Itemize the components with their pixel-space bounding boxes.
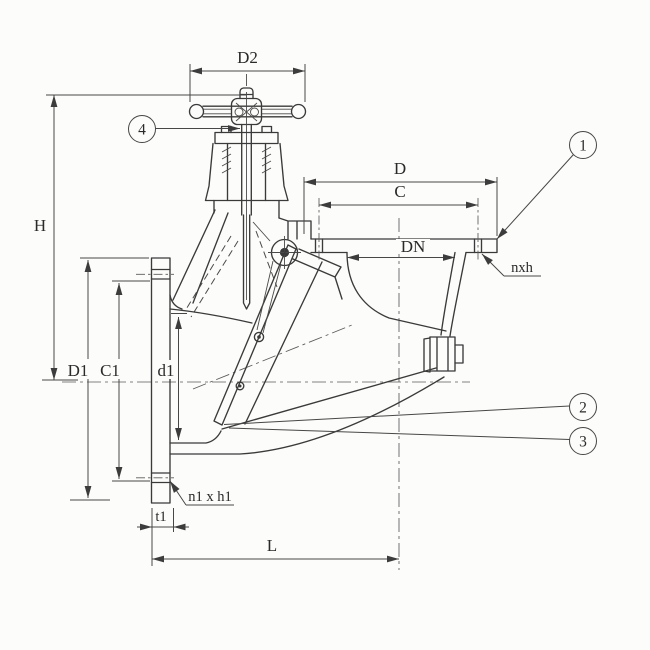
- packing-hatch-left: [221, 146, 232, 174]
- bowl-right-wall-outer: [449, 251, 467, 337]
- flange-plate: [150, 257, 171, 504]
- centerlines: [62, 218, 470, 570]
- callout-1: 1: [496, 131, 597, 240]
- left-outlet-flange: [136, 257, 174, 504]
- dim-c: C: [318, 182, 479, 233]
- handle-bar: [202, 105, 293, 118]
- flange-web-fillet: [169, 294, 183, 310]
- callout-4-number: 4: [138, 122, 146, 139]
- web-outer-line: [172, 209, 216, 301]
- callout-1-number: 1: [579, 138, 587, 155]
- callout-2: 2: [223, 393, 597, 425]
- outlet-bore-bottom: [169, 430, 222, 444]
- handwheel: [188, 74, 307, 126]
- bonnet-body: [204, 142, 289, 202]
- seat-edge: [244, 261, 323, 425]
- hinge-boss: [278, 217, 312, 240]
- handle-bar-detail: [203, 108, 292, 115]
- dim-h: H: [34, 94, 246, 381]
- label-c: C: [394, 182, 405, 201]
- label-d1-cap: D1: [68, 361, 89, 380]
- label-n1xh1: n1 x h1: [188, 489, 232, 505]
- label-l: L: [267, 536, 277, 555]
- bonnet-gland: [204, 125, 289, 219]
- disc-bolt-lower-center: [238, 384, 242, 388]
- callout-3: 3: [228, 427, 597, 455]
- bolt-hole-left: [314, 238, 324, 254]
- disc-assembly: [213, 244, 323, 426]
- disc-bolt-lower: [235, 381, 245, 391]
- handle-right-knob: [290, 103, 307, 120]
- bowl-right-wall-inner: [440, 251, 456, 336]
- callout-2-number: 2: [579, 400, 587, 417]
- plug-hex-head: [429, 336, 456, 372]
- dim-d: D: [303, 159, 498, 236]
- dim-dn: DN: [347, 237, 455, 261]
- callout-4: 4: [128, 115, 240, 143]
- bolt-hole-right: [473, 238, 483, 254]
- gland-plate: [214, 131, 279, 145]
- label-nxh-group: nxh: [481, 253, 541, 277]
- gusset-rib: [292, 248, 343, 300]
- bolt-axes-left-flange: [136, 273, 174, 479]
- label-dn: DN: [401, 237, 426, 256]
- stem-lower: [242, 214, 251, 310]
- dim-small-d1: d1: [154, 313, 187, 440]
- label-nxh: nxh: [511, 260, 534, 276]
- dim-t1: t1: [137, 508, 189, 532]
- gland-ear-right: [261, 125, 273, 134]
- dim-d1: D1: [63, 257, 149, 501]
- disc-bolt-upper-center: [257, 335, 261, 339]
- hub-boss-right: [250, 107, 259, 117]
- seat-axis-centerline: [192, 324, 353, 390]
- plug-tip: [454, 344, 464, 364]
- label-h: H: [34, 216, 46, 235]
- label-n1xh1-group: n1 x h1: [169, 480, 234, 506]
- hinge-arm-open-dashed: [255, 230, 278, 288]
- dim-c1: C1: [96, 280, 150, 482]
- label-c1: C1: [100, 361, 120, 380]
- hub-boss-left: [234, 107, 244, 117]
- drain-plug: [423, 336, 464, 373]
- hinge-assembly: [268, 217, 343, 300]
- body-bowl: [169, 251, 467, 455]
- callout-3-number: 3: [579, 434, 587, 451]
- bowl-bottom-inner: [221, 367, 437, 430]
- disc-open-position-dashed: [184, 235, 239, 318]
- label-t1: t1: [155, 509, 166, 525]
- label-d: D: [394, 159, 406, 178]
- web-inner-line: [192, 212, 229, 304]
- label-d2: D2: [237, 48, 258, 67]
- dim-d2: D2: [189, 48, 306, 102]
- disc-bolt-upper: [253, 331, 265, 343]
- stuffing-box: [226, 142, 267, 202]
- label-small-d1: d1: [158, 361, 175, 380]
- plug-washer: [423, 336, 431, 373]
- bolt-hole-bottom: [150, 472, 171, 484]
- bolt-axes: [318, 233, 479, 262]
- hinge-arm: [256, 260, 282, 334]
- outlet-bore-top: [169, 308, 253, 324]
- body-neck-web: [169, 209, 278, 318]
- dim-l: L: [151, 508, 399, 566]
- bowl-bottom-outer: [169, 376, 445, 455]
- packing-hatch-right: [261, 146, 272, 174]
- neck-to-hinge-line: [252, 221, 271, 242]
- bolt-hole-top: [150, 268, 171, 280]
- handle-left-knob: [188, 103, 205, 120]
- bowl-inner-left-wall: [346, 251, 447, 332]
